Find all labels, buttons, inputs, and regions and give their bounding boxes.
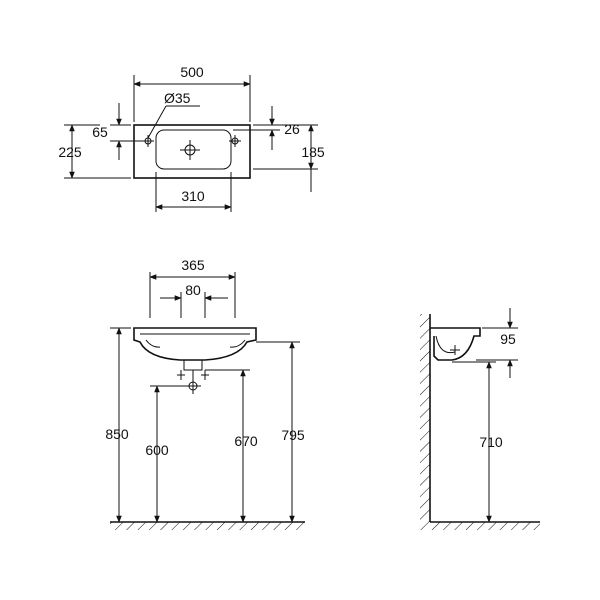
dim-tap-offset: 65 <box>92 124 108 140</box>
dim-trap-height: 670 <box>234 433 258 449</box>
wall-hatch <box>420 314 430 522</box>
dim-bowl-depth: 185 <box>301 144 325 160</box>
basin-outline-top <box>133 124 251 179</box>
basin-outline-side <box>430 327 481 361</box>
dim-bowl-height: 95 <box>500 331 516 347</box>
dim-width-total: 500 <box>180 64 204 80</box>
bracket-left-icon <box>177 370 185 380</box>
dim-bracket-spacing: 80 <box>185 282 201 298</box>
dim-depth-total: 225 <box>58 144 82 160</box>
side-view: 95 710 <box>420 308 540 530</box>
waste-pipe <box>183 359 203 371</box>
floor-hatch-front <box>110 522 305 530</box>
overflow-hole-icon <box>229 135 241 147</box>
bracket-right-icon <box>201 370 209 380</box>
bowl-outline-top <box>155 129 232 170</box>
dim-height-total: 850 <box>105 426 129 442</box>
dim-hole-diameter: Ø35 <box>164 90 191 106</box>
leader-hole <box>147 105 167 139</box>
front-view: 365 80 850 600 670 795 <box>105 257 305 530</box>
dim-front-bowl-width: 365 <box>181 257 205 273</box>
top-view: 500 Ø35 65 225 26 185 310 <box>58 64 325 212</box>
dim-underside-height: 710 <box>479 434 503 450</box>
dim-rim-height: 795 <box>281 427 305 443</box>
basin-outline-front <box>133 327 257 361</box>
trap-outlet-icon <box>185 378 201 394</box>
dim-rim-offset: 26 <box>284 121 300 137</box>
floor-hatch-side <box>420 522 540 530</box>
dim-bowl-width: 310 <box>181 188 205 204</box>
dim-waste-height: 600 <box>145 442 169 458</box>
drain-icon <box>180 140 200 160</box>
